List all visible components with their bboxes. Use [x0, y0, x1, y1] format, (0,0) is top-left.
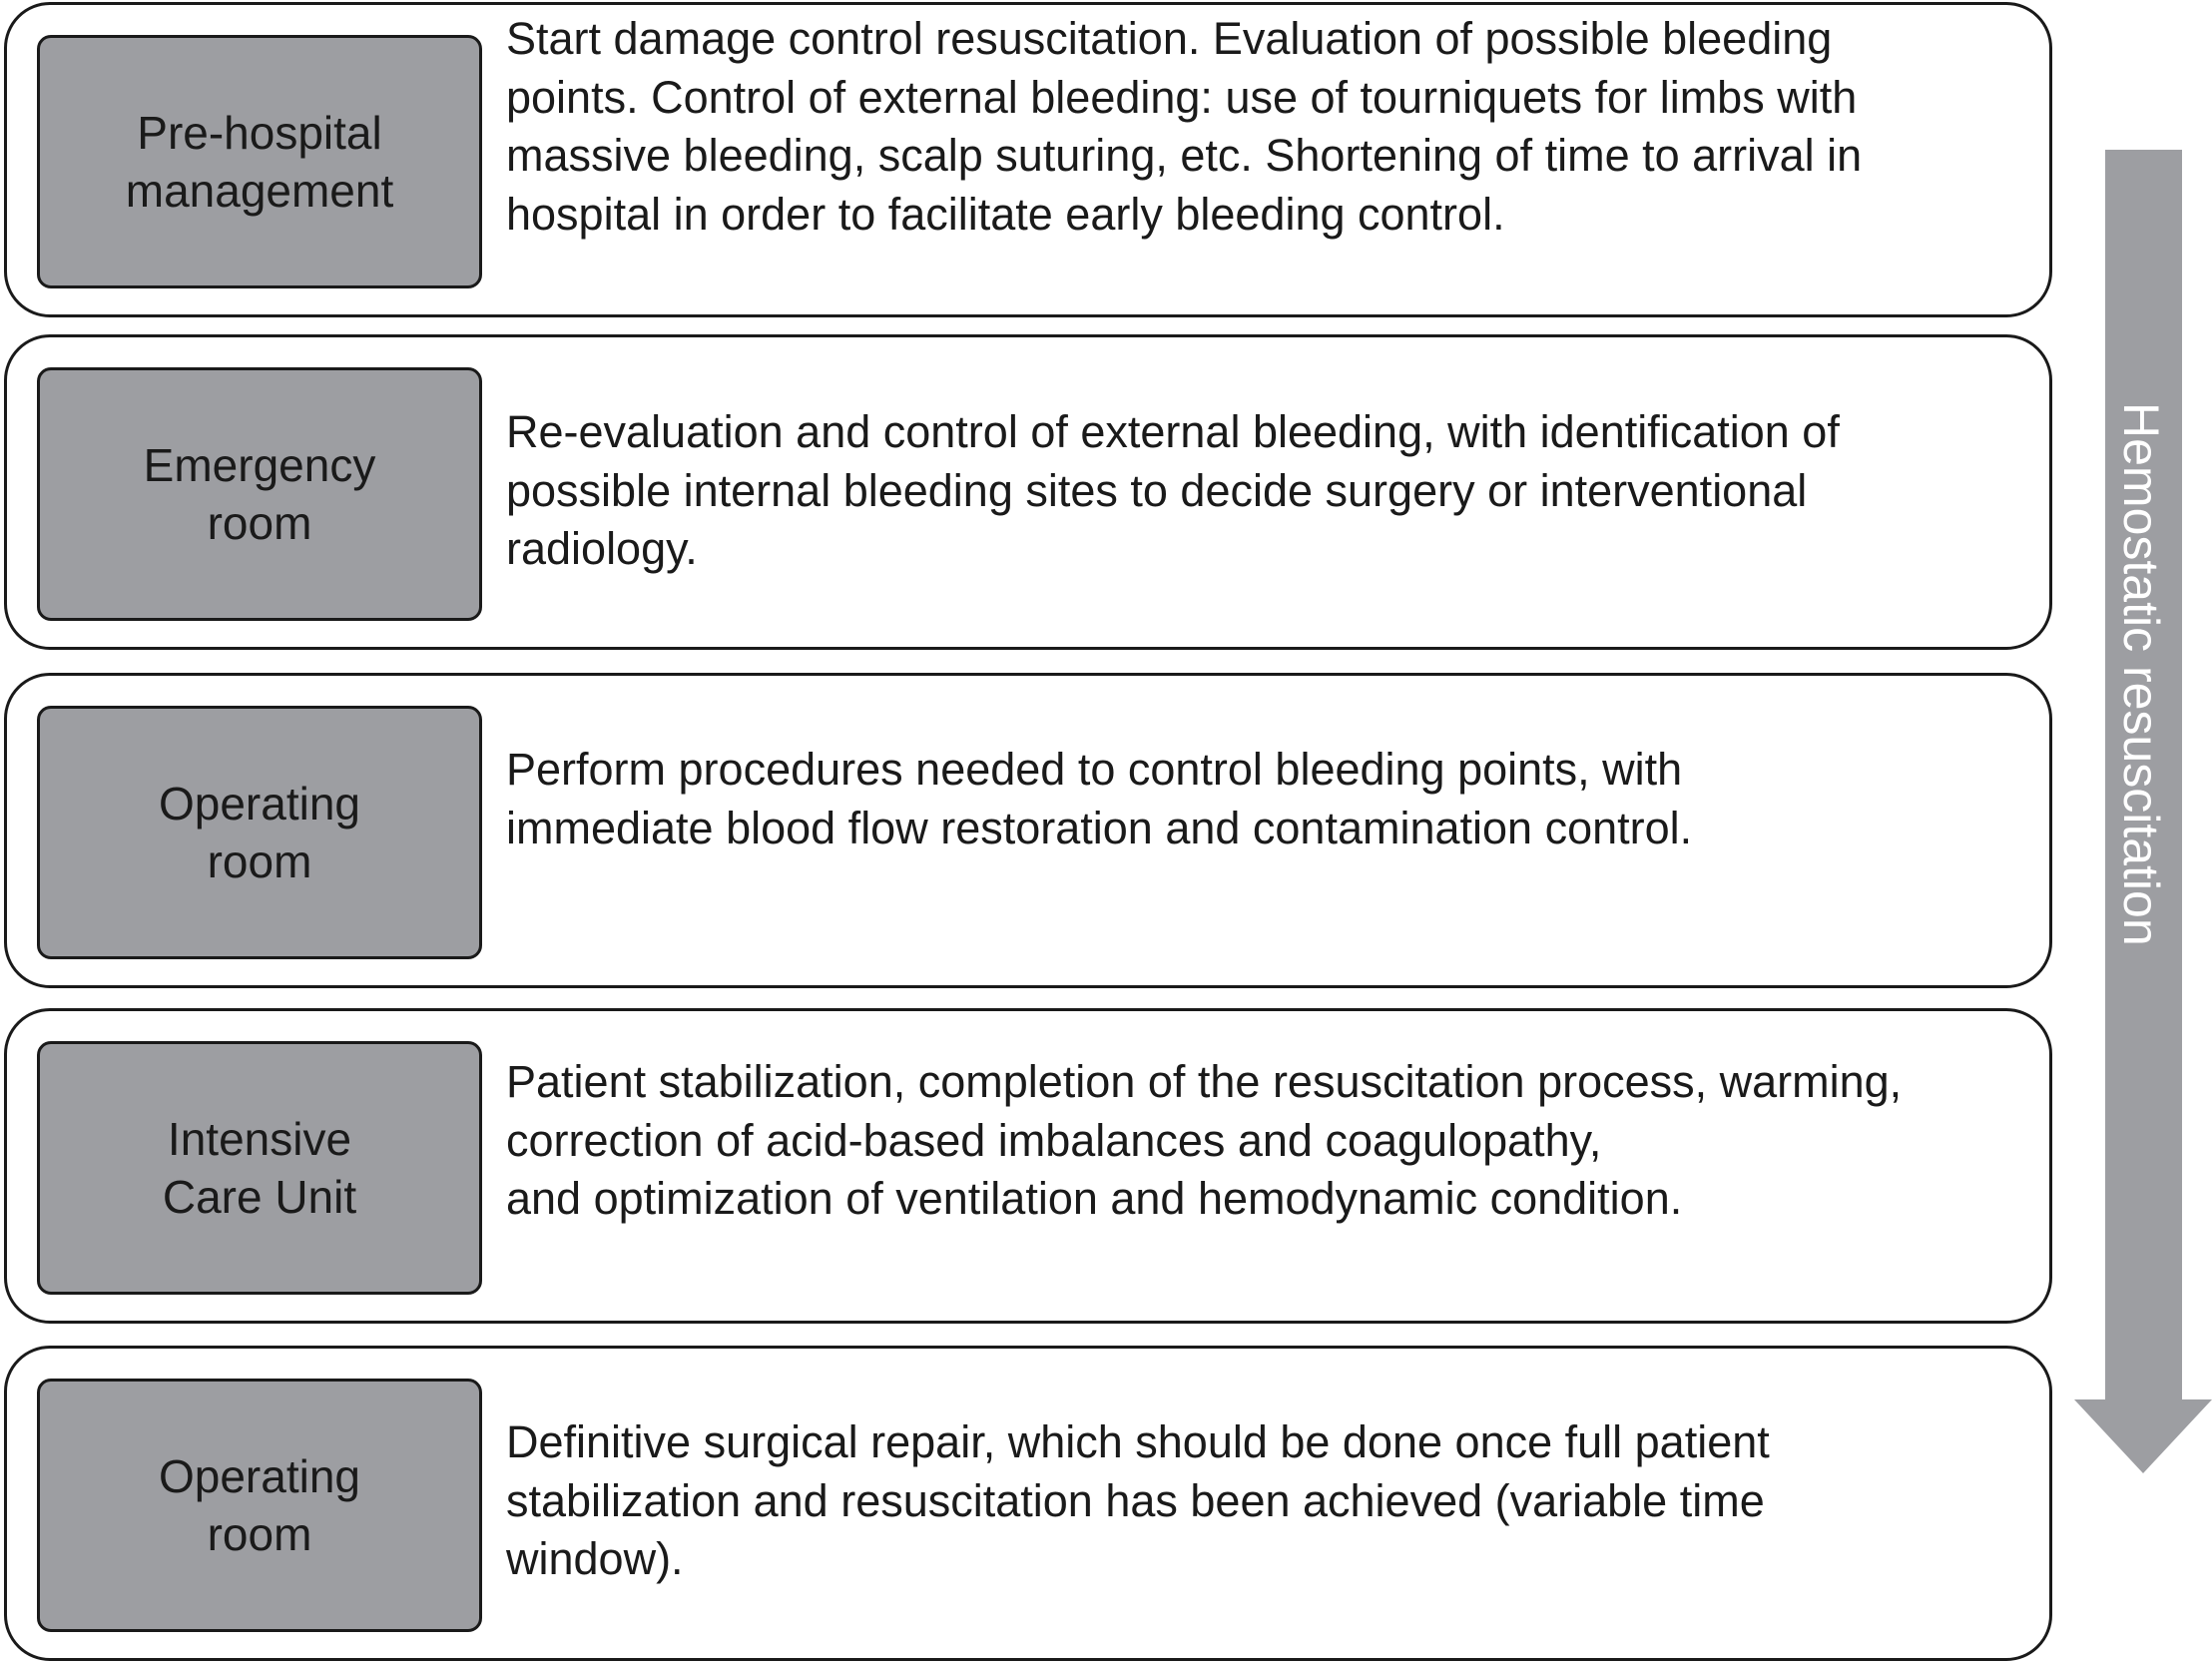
arrow-shape [2074, 150, 2212, 1473]
stage-label: Intensive Care Unit [162, 1113, 357, 1223]
stage-description: Re-evaluation and control of external bl… [506, 406, 1840, 574]
stage-emergency-room: Emergency room Re-evaluation and control… [4, 334, 2052, 650]
stage-description: Start damage control resuscitation. Eval… [506, 13, 1863, 240]
stage-label-box: Pre-hospital management [37, 35, 482, 288]
stage-operating-room-definitive: Operating room Definitive surgical repai… [4, 1346, 2052, 1661]
arrow-label: Hemostatic resuscitation [2113, 402, 2169, 946]
stage-label-box: Operating room [37, 1379, 482, 1632]
stage-label-box: Emergency room [37, 367, 482, 621]
stage-label-box: Intensive Care Unit [37, 1041, 482, 1295]
stage-operating-room-initial: Operating room Perform procedures needed… [4, 673, 2052, 988]
stage-label-box: Operating room [37, 706, 482, 959]
stage-label: Operating room [158, 778, 360, 887]
down-arrow-icon [2074, 150, 2212, 1473]
stage-label: Emergency room [143, 439, 376, 549]
stage-intensive-care-unit: Intensive Care Unit Patient stabilizatio… [4, 1008, 2052, 1324]
stage-label: Operating room [158, 1450, 360, 1560]
stage-description: Patient stabilization, completion of the… [506, 1056, 1903, 1224]
stage-label: Pre-hospital management [125, 107, 394, 217]
stage-description: Definitive surgical repair, which should… [506, 1416, 1770, 1584]
stage-pre-hospital: Pre-hospital management Start damage con… [4, 2, 2052, 317]
stage-description: Perform procedures needed to control ble… [506, 744, 1693, 853]
